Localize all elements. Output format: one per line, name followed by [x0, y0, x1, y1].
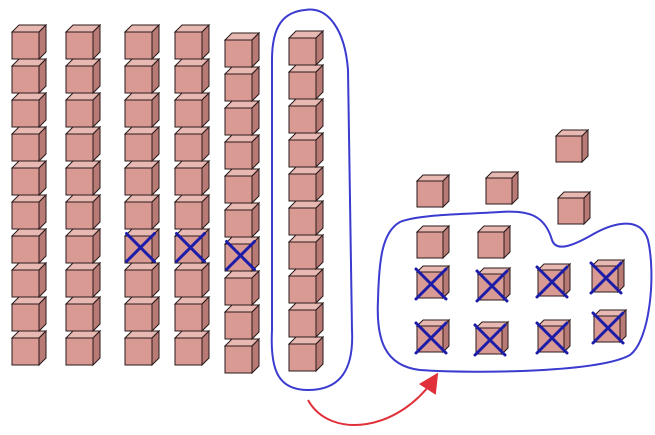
rod-cube: [223, 235, 261, 273]
rod-cube: [223, 99, 261, 137]
rod-cube: [223, 65, 261, 103]
unit-cross-mark: [414, 267, 448, 301]
rod-cube: [10, 23, 48, 61]
rod-cube: [173, 159, 211, 197]
rod-cube: [64, 23, 102, 61]
unit-cube: [415, 224, 451, 260]
rod-cube: [173, 91, 211, 129]
rod-cube: [223, 133, 261, 171]
rod-cube: [123, 329, 161, 367]
rod-cube: [64, 125, 102, 163]
rod-cube: [64, 159, 102, 197]
rod-cube: [10, 125, 48, 163]
rod-cube: [223, 167, 261, 205]
unit-cross-mark: [414, 321, 448, 355]
rod-cube: [10, 91, 48, 129]
rod-cube: [10, 329, 48, 367]
rod-cube: [173, 23, 211, 61]
rod-cube: [123, 159, 161, 197]
rod-cube: [10, 261, 48, 299]
unit-cross-mark: [473, 323, 507, 357]
rod-cube: [10, 57, 48, 95]
ten-rod-3: [123, 23, 161, 367]
rod-cube: [123, 261, 161, 299]
circled-rod-loop: [270, 8, 354, 392]
rod-cross-mark: [125, 232, 156, 263]
unit-cross-mark: [535, 265, 569, 299]
rod-cube: [64, 261, 102, 299]
rod-cube: [123, 125, 161, 163]
rod-cube: [287, 301, 325, 339]
rod-cube: [123, 193, 161, 231]
rod-cube: [10, 227, 48, 265]
rod-cube: [64, 91, 102, 129]
unit-cube: [556, 190, 592, 226]
crosses-group: [125, 232, 625, 357]
rod-cube: [173, 261, 211, 299]
ten-rod-1: [10, 23, 48, 367]
ten-rods-group: [10, 23, 325, 375]
rod-cube: [10, 295, 48, 333]
rod-cube: [287, 63, 325, 101]
rod-cube: [173, 295, 211, 333]
rod-cube: [64, 227, 102, 265]
trade-arrow: [307, 372, 439, 426]
unit-cross-mark: [535, 321, 569, 355]
rod-cube: [173, 57, 211, 95]
ten-rod-5: [223, 31, 261, 375]
unit-cubes-group: [415, 128, 628, 356]
rod-cube: [287, 199, 325, 237]
rod-cube: [64, 329, 102, 367]
rod-cross-mark: [175, 232, 206, 263]
rod-cube: [173, 193, 211, 231]
rod-cube: [287, 29, 325, 67]
unit-cube: [415, 173, 451, 209]
rod-cube: [287, 335, 325, 373]
rod-cube: [10, 159, 48, 197]
rod-cube: [123, 23, 161, 61]
ten-rod-2: [64, 23, 102, 367]
unit-cube: [476, 224, 512, 260]
ten-rod-4: [173, 23, 211, 367]
rod-cube: [173, 329, 211, 367]
rod-cube: [223, 337, 261, 375]
unit-cross-mark: [591, 311, 625, 345]
ten-rod-6: [287, 29, 325, 373]
rod-cube: [287, 267, 325, 305]
rod-cube: [223, 269, 261, 307]
rod-cube: [123, 295, 161, 333]
unit-cube: [554, 128, 590, 164]
rod-cross-mark: [225, 240, 256, 271]
rod-cube: [173, 125, 211, 163]
circled-units-loop: [376, 210, 653, 373]
rod-cube: [287, 131, 325, 169]
rod-cube: [287, 165, 325, 203]
rod-cube: [64, 57, 102, 95]
rod-cube: [223, 201, 261, 239]
unit-cross-mark: [589, 261, 623, 295]
rod-cube: [10, 193, 48, 231]
rod-cube: [287, 233, 325, 271]
rod-cube: [123, 91, 161, 129]
rod-cube: [64, 193, 102, 231]
unit-cross-mark: [475, 269, 509, 303]
rod-cube: [123, 57, 161, 95]
rod-cube: [287, 97, 325, 135]
rod-cube: [64, 295, 102, 333]
unit-cube: [484, 170, 520, 206]
rod-cube: [223, 31, 261, 69]
rod-cube: [223, 303, 261, 341]
